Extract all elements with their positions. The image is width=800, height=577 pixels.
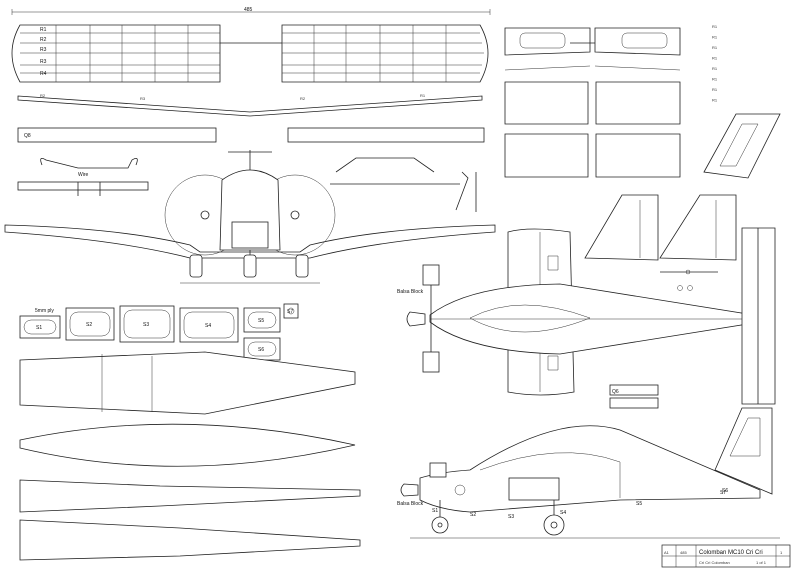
side-skins [19, 351, 361, 561]
small-rib-label: R1 [712, 24, 718, 29]
landing-gear-wire: Wire [17, 157, 149, 196]
wing-rib-label: R2 [40, 37, 47, 43]
small-rib-label: R1 [712, 35, 718, 40]
former-cutout [287, 307, 295, 315]
former-label: S1 [36, 325, 42, 331]
former-piece [19, 315, 61, 339]
former-cutout [247, 311, 277, 329]
front-view [4, 150, 496, 284]
former-cutout [23, 319, 57, 335]
former-cutout [123, 309, 171, 339]
small-rib-label: R1 [712, 45, 718, 50]
spar-label: R2 [300, 96, 306, 101]
station-label: S4 [560, 510, 566, 516]
small-rib-label: R1 [712, 56, 718, 61]
ply-label: 5mm ply [35, 308, 54, 314]
wing-rib-label: R3 [40, 47, 47, 53]
svg-text:Q6: Q6 [612, 389, 619, 395]
wing-rib-label: R3 [40, 59, 47, 65]
wing-rib-label: R4 [40, 71, 47, 77]
title-size: A1 [664, 550, 670, 555]
spar-label: R2 [40, 93, 46, 98]
trailing-edge-strips: Q8 [17, 127, 485, 143]
station-label: S2 [470, 512, 476, 518]
small-rib-label: R1 [712, 98, 718, 103]
cowl-parts [504, 27, 681, 178]
small-rib-label: R1 [712, 66, 718, 71]
wing-rib-label: R1 [40, 27, 47, 33]
small-rib-label: R1 [712, 87, 718, 92]
title-name: Colomban MC10 Cri Cri [699, 550, 763, 556]
former-label: S5 [258, 318, 264, 324]
station-label: S5 [636, 501, 642, 507]
former-label: S3 [143, 322, 149, 328]
former-piece [179, 307, 239, 343]
station-label: S3 [508, 514, 514, 520]
aileron-wire [330, 157, 477, 212]
former-cutout [69, 311, 111, 337]
part-q8-label: Q8 [24, 133, 31, 139]
right-wing-panel [281, 24, 489, 83]
former-label: S2 [86, 322, 92, 328]
station-label: S6 [722, 488, 728, 494]
title-sheet: 1 [780, 550, 783, 555]
title-drawn-by: Cri Cri Colomban [699, 560, 730, 565]
former-piece [119, 305, 175, 343]
side-view-balsa-block-label: Balsa Block [397, 501, 424, 507]
spar-label: R1 [420, 93, 426, 98]
wire-label: Wire [78, 172, 88, 178]
former-label: S6 [258, 347, 264, 353]
former-cutout [247, 341, 277, 357]
wing-span-dimension: 485 [244, 7, 253, 13]
fin-parts [584, 113, 781, 291]
former-piece [283, 303, 299, 319]
part-q6: Q6 [609, 384, 659, 409]
side-view-part-label: S7 [720, 490, 726, 496]
former-label: S7 [287, 309, 293, 315]
station-label: S1 [432, 508, 438, 514]
former-label: S4 [205, 323, 211, 329]
left-wing-panel [11, 24, 221, 83]
spar-label: R3 [140, 96, 146, 101]
small-rib-label: R1 [712, 77, 718, 82]
title-scale: 485 [680, 550, 687, 555]
fuselage-top-view: Balsa Block [397, 227, 776, 405]
top-view-balsa-block-label: Balsa Block [397, 289, 424, 295]
title-sheet-of: 1 of 1 [756, 560, 767, 565]
title-block: A1 485 Colomban MC10 Cri Cri 1 Cri Cri C… [661, 544, 791, 568]
former-cutout [183, 311, 235, 339]
